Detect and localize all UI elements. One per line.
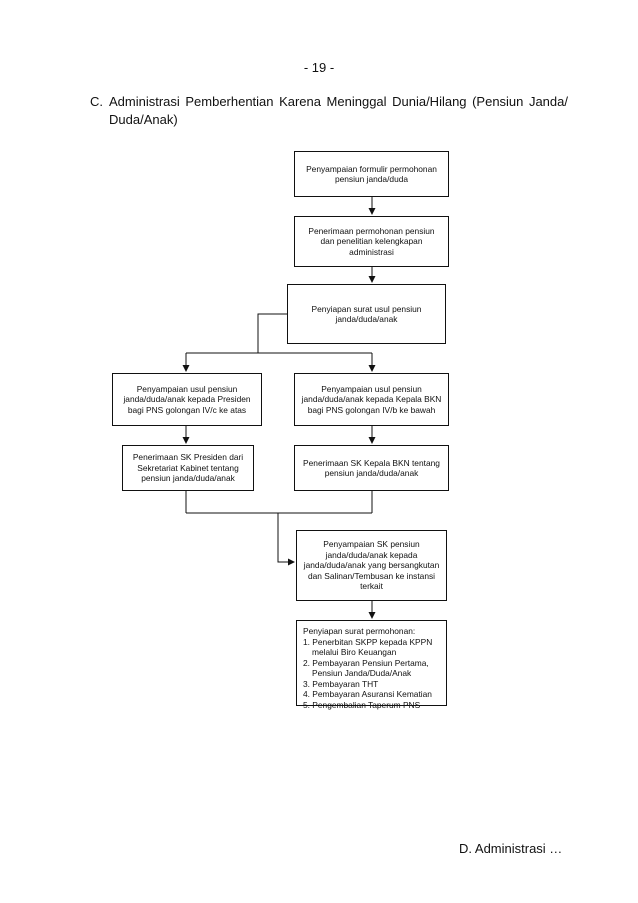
request-list-item: 4. Pembayaran Asuransi Kematian	[303, 689, 432, 699]
connector-step3-split	[257, 313, 287, 353]
flow-step-receive-sk-bkn: Penerimaan SK Kepala BKN tentang pensiun…	[294, 445, 449, 491]
request-list-item: 1. Penerbitan SKPP kepada KPPN melalui B…	[303, 636, 433, 658]
section-letter: C.	[90, 94, 103, 109]
arrow-merge-step6	[277, 513, 295, 566]
flow-step-prepare-request: Penyiapan surat permohonan: 1. Penerbita…	[296, 620, 447, 710]
request-list-item: 5. Pengembalian Taperum PNS	[303, 699, 421, 710]
page-number: - 19 -	[303, 60, 335, 75]
section-heading: C. Administrasi Pemberhentian Karena Men…	[90, 93, 568, 129]
flow-step-propose-president: Penyampaian usul pensiun janda/duda/anak…	[112, 373, 262, 426]
request-list: 1. Penerbitan SKPP kepada KPPN melalui B…	[303, 637, 440, 711]
request-list-item: 3. Pembayaran THT	[303, 678, 379, 689]
request-list-item: 2. Pembayaran Pensiun Pertama, Pensiun J…	[303, 657, 429, 679]
request-list-title: Penyiapan surat permohonan:	[303, 626, 416, 636]
footer-continuation: D. Administrasi …	[459, 841, 563, 856]
flow-step-propose-bkn: Penyampaian usul pensiun janda/duda/anak…	[294, 373, 449, 426]
flow-step-prepare-proposal: Penyiapan surat usul pensiun janda/duda/…	[287, 284, 446, 344]
flow-step-deliver-sk: Penyampaian SK pensiun janda/duda/anak k…	[296, 530, 447, 601]
section-title: Administrasi Pemberhentian Karena Mening…	[109, 94, 568, 127]
flow-step-submit-form: Penyampaian formulir permohonan pensiun …	[294, 151, 449, 197]
flow-step-receive-application: Penerimaan permohonan pensiun dan peneli…	[294, 216, 449, 267]
flow-step-receive-sk-president: Penerimaan SK Presiden dari Sekretariat …	[122, 445, 254, 491]
